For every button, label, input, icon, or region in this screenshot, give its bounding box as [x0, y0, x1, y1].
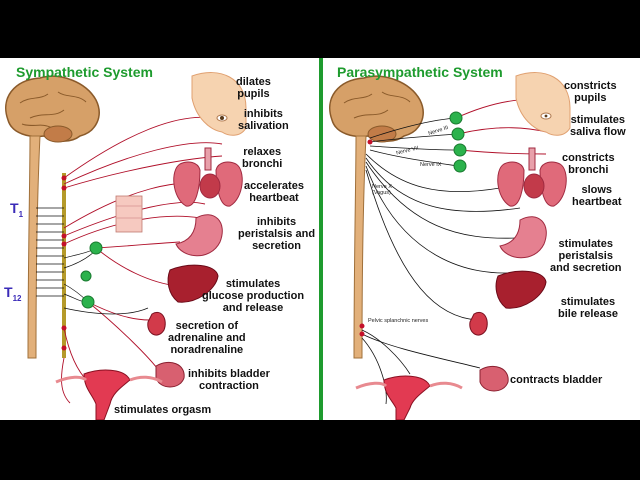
parasympathetic-face	[515, 72, 571, 136]
sympathetic-kidney	[147, 312, 166, 336]
nerve-x-label: Nerve X(Vagus)	[372, 184, 392, 196]
sympathetic-bladder	[155, 362, 185, 388]
sympathetic-red-nerves	[61, 116, 223, 404]
sympathetic-stomach	[175, 214, 223, 257]
sympathetic-uterus	[83, 369, 131, 420]
parasympathetic-nerves	[361, 117, 521, 405]
parasympathetic-bladder	[479, 366, 509, 392]
parasympathetic-uterus	[383, 375, 431, 420]
parasympathetic-kidney	[469, 312, 488, 336]
sympathetic-liver	[167, 264, 219, 303]
label-contracts-bladder: contracts bladder	[510, 374, 603, 386]
sympathetic-title: Sympathetic System	[16, 64, 153, 80]
pelvic-nerves-label: Pelvic splanchnic nerves	[368, 318, 429, 324]
skin-patch	[115, 195, 143, 233]
nerve-ix-label: Nerve IX	[420, 162, 442, 168]
parasympathetic-brain-spine	[329, 75, 424, 359]
parasympathetic-title: Parasympathetic System	[337, 64, 503, 80]
sympathetic-lungs	[173, 147, 243, 207]
parasympathetic-liver	[495, 270, 547, 309]
diagram-canvas: Sympathetic System Parasympathetic Syste…	[0, 58, 640, 420]
parasympathetic-lungs	[497, 147, 567, 207]
diagram-drawing	[5, 58, 571, 420]
sympathetic-face	[191, 72, 247, 136]
spinal-rami	[36, 207, 64, 297]
parasympathetic-stomach	[499, 216, 547, 259]
sympathetic-ganglia	[80, 241, 103, 309]
parasympathetic-ganglia	[449, 111, 467, 173]
panel-divider	[319, 58, 323, 420]
level-label-t1: T1	[10, 200, 24, 219]
level-label-t12: T12	[4, 284, 22, 303]
label-stimulates-orgasm: stimulates orgasm	[114, 404, 212, 416]
